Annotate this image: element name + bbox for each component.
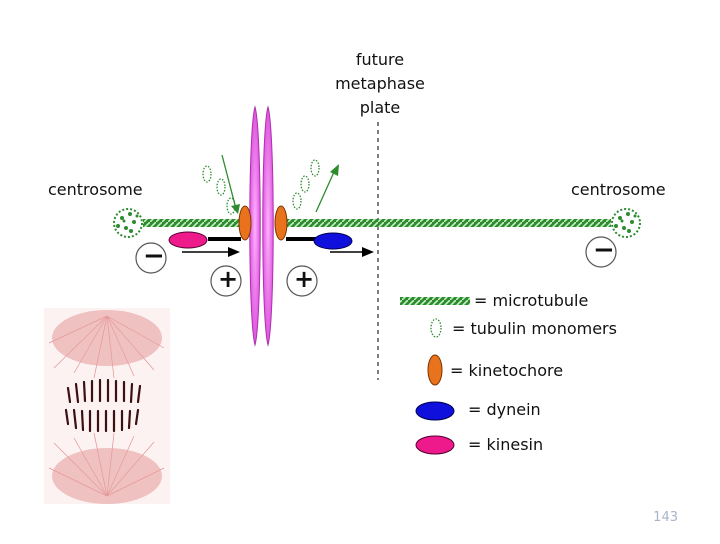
legend-tubulin-swatch xyxy=(430,318,442,338)
spindle-micrograph xyxy=(44,308,170,504)
legend-dynein-label: = dynein xyxy=(468,400,541,419)
legend-tubulin-label: = tubulin monomers xyxy=(452,319,617,338)
metaphase-plate-label: future metaphase plate xyxy=(320,48,440,120)
left-kinetochore xyxy=(238,205,252,241)
legend-kinesin-label: = kinesin xyxy=(468,435,544,454)
plate-label-line-1: future xyxy=(355,50,405,69)
left-centrosome xyxy=(113,208,143,238)
dynein-motor xyxy=(313,232,353,250)
left-minus-end-circle xyxy=(135,242,167,274)
legend-kinetochore-swatch xyxy=(427,354,443,386)
kinesin-motor xyxy=(168,231,208,249)
legend-microtubule-swatch xyxy=(400,297,470,305)
right-motion-arrow xyxy=(330,247,374,257)
legend-kinesin-swatch xyxy=(415,435,455,455)
right-centrosome-label: centrosome xyxy=(571,180,666,199)
legend-dynein-swatch xyxy=(415,401,455,421)
left-tubulin-monomers xyxy=(202,165,236,215)
right-depolymerization-arrow xyxy=(315,164,339,213)
left-plus-end-circle xyxy=(210,265,242,297)
right-kinetochore xyxy=(274,205,288,241)
legend-microtubule-label: = microtubule xyxy=(474,291,589,310)
left-plus-sign: + xyxy=(218,265,239,293)
right-tubulin-monomers xyxy=(292,159,320,210)
right-centrosome xyxy=(611,208,641,238)
left-motion-arrow xyxy=(182,247,240,257)
plate-label-line-3: plate xyxy=(359,98,401,117)
left-minus-sign: − xyxy=(143,241,165,271)
right-minus-sign: − xyxy=(593,235,615,265)
right-kinetochore-bar xyxy=(286,237,316,241)
left-microtubule xyxy=(143,219,245,227)
right-plus-end-circle xyxy=(286,265,318,297)
right-plus-sign: + xyxy=(294,265,315,293)
chromosome xyxy=(249,105,274,347)
left-kinetochore-bar xyxy=(208,237,241,241)
page-number: 143 xyxy=(653,510,678,525)
right-minus-end-circle xyxy=(585,236,617,268)
plate-label-line-2: metaphase xyxy=(335,74,425,93)
left-centrosome-label: centrosome xyxy=(48,180,143,199)
right-microtubule xyxy=(285,219,611,227)
legend-kinetochore-label: = kinetochore xyxy=(450,361,564,380)
left-depolymerization-arrow xyxy=(221,154,240,214)
